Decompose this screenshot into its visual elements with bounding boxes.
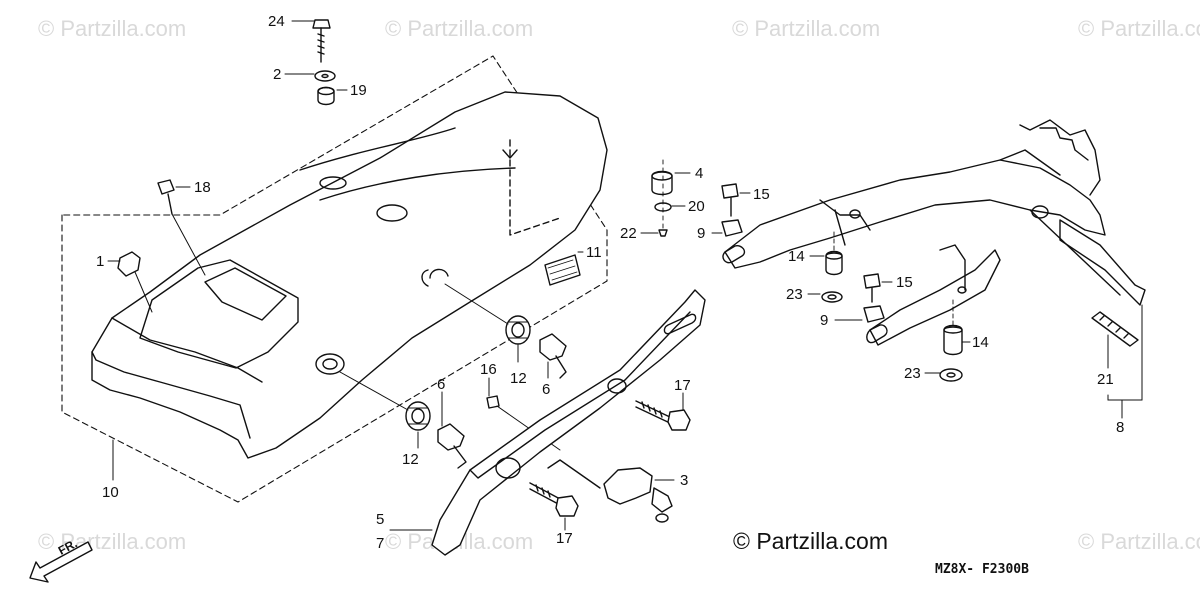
callout-9-lower: 9 (820, 312, 829, 329)
callout-15-upper: 15 (753, 186, 770, 203)
callout-19: 19 (350, 82, 367, 99)
callout-16: 16 (480, 361, 497, 378)
callout-21: 21 (1097, 371, 1114, 388)
callout-6-lower: 6 (437, 376, 446, 393)
callout-10: 10 (102, 484, 119, 501)
grommet-12-upper (505, 315, 531, 345)
callout-5: 5 (376, 511, 385, 528)
watermark: © Partzilla.com (1078, 529, 1200, 554)
watermark: © Partzilla.com (385, 16, 534, 41)
callout-6-upper: 6 (542, 381, 551, 398)
callout-14-lower: 14 (972, 334, 989, 351)
callout-9-upper: 9 (697, 225, 706, 242)
rear-fender (91, 91, 608, 459)
group-bracket-10 (61, 55, 608, 503)
helmet-holder-3 (547, 459, 673, 523)
watermark: © Partzilla.com (1078, 16, 1200, 41)
pin-21 (1091, 311, 1139, 347)
callout-17-upper: 17 (674, 377, 691, 394)
collar-14-lower (943, 299, 963, 356)
collar-6-lower (437, 423, 465, 451)
watermark: © Partzilla.com (38, 529, 187, 554)
copyright-notice: © Partzilla.com (733, 528, 888, 554)
callout-15-lower: 15 (896, 274, 913, 291)
watermark: © Partzilla.com (38, 16, 187, 41)
watermark: © Partzilla.com (732, 16, 881, 41)
callout-11: 11 (586, 244, 602, 261)
leader-lines (107, 20, 1143, 531)
front-direction-arrow (29, 541, 93, 583)
callout-24: 24 (268, 13, 285, 30)
washer-23-upper (821, 291, 843, 303)
nut-9-upper (721, 219, 743, 237)
bolt-24 (312, 19, 331, 63)
callout-8: 8 (1116, 419, 1125, 436)
callout-23-lower: 23 (904, 365, 921, 382)
callout-14-upper: 14 (788, 248, 805, 265)
callout-1: 1 (96, 253, 105, 270)
screw-22 (658, 229, 668, 237)
collar-19 (317, 86, 335, 106)
callout-12-upper: 12 (510, 370, 527, 387)
nut-9-lower (863, 305, 885, 323)
bolt-17-lower (529, 482, 579, 517)
bolt-15-lower (863, 273, 881, 289)
callout-3: 3 (680, 472, 689, 489)
callout-23-upper: 23 (786, 286, 803, 303)
diagram-code: MZ8X- F2300B (935, 562, 1029, 577)
collar-14-upper (825, 231, 843, 276)
bolt-18 (157, 179, 175, 215)
bolt-16 (486, 395, 500, 409)
callout-22: 22 (620, 225, 637, 242)
clip-1 (117, 251, 141, 277)
callout-2: 2 (273, 66, 282, 83)
rubber-mount-4 (651, 170, 673, 196)
bolt-15-upper (721, 183, 739, 199)
grommet-12-lower (405, 401, 431, 431)
callout-7: 7 (376, 535, 385, 552)
callout-4: 4 (695, 165, 704, 182)
bolt-17-upper (635, 400, 691, 431)
collar-6-upper (539, 333, 567, 361)
washer-23-lower (939, 368, 963, 382)
callout-18: 18 (194, 179, 211, 196)
washer-2 (314, 70, 336, 82)
rear-carrier-frame (722, 119, 1146, 346)
callout-17-lower: 17 (556, 530, 573, 547)
callout-20: 20 (688, 198, 705, 215)
rear-bracket-5-7 (431, 289, 706, 556)
callout-12-lower: 12 (402, 451, 419, 468)
